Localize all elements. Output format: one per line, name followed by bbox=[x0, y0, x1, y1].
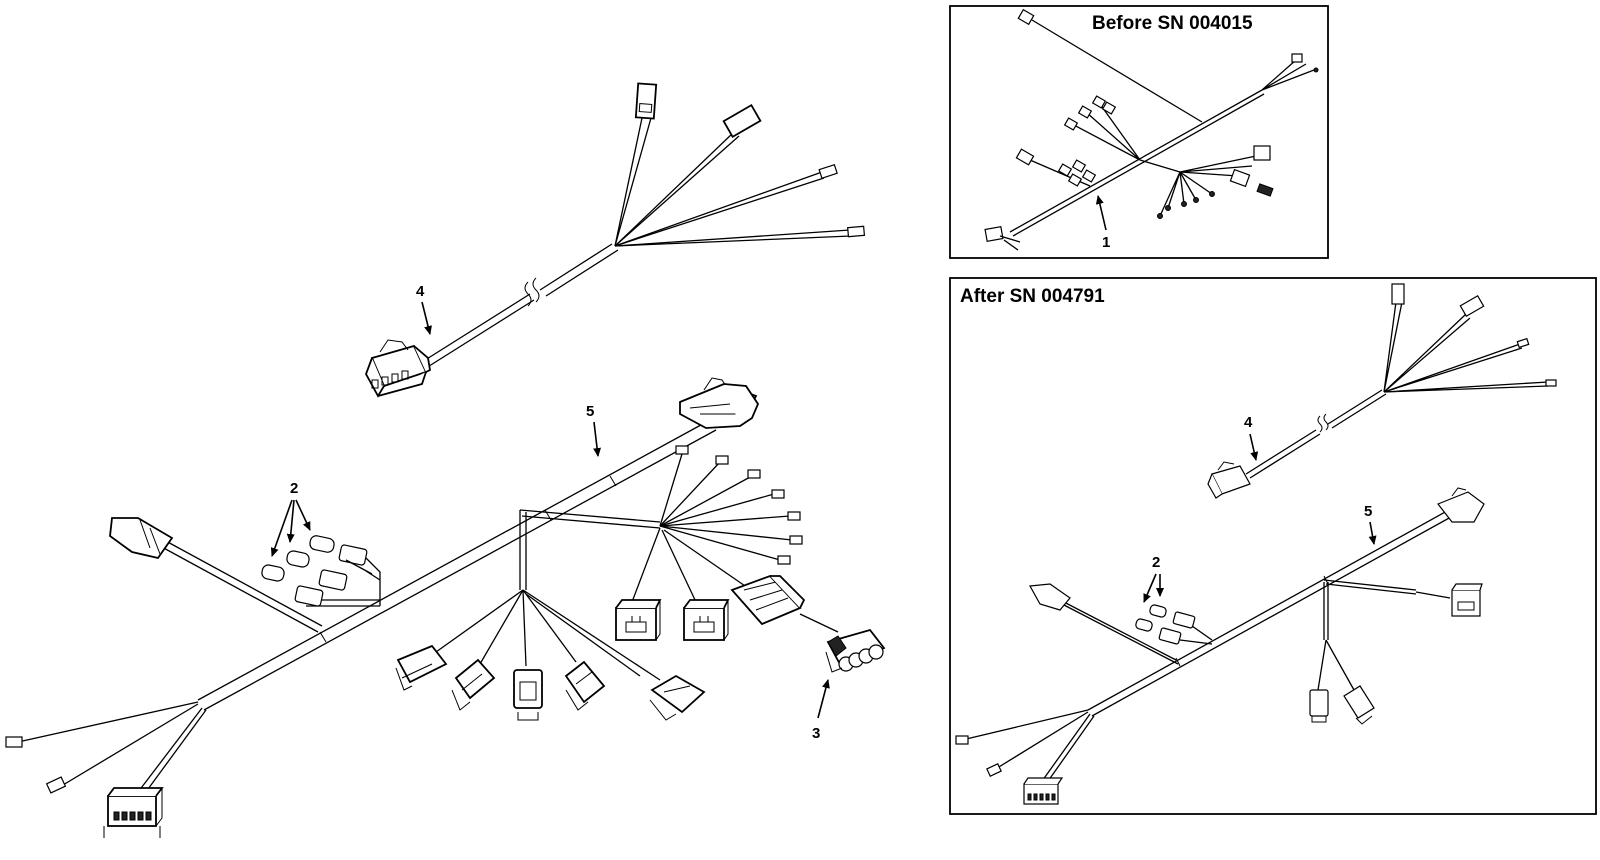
lower-harness-terminal-fan-3 bbox=[747, 469, 761, 479]
inset-before-frame bbox=[949, 5, 1329, 259]
lower-harness-left-connector bbox=[109, 517, 174, 560]
callout-5: 5 bbox=[586, 403, 602, 457]
lower-harness-connector-fan-4 bbox=[564, 660, 606, 711]
lower-harness-terminal-fan-2 bbox=[715, 455, 729, 465]
callout-5-arrow bbox=[593, 421, 602, 457]
inset-before-callout-1-arrow bbox=[1095, 195, 1107, 231]
inset-before-title: Before SN 004015 bbox=[1092, 13, 1253, 34]
lower-harness-terminal-left-a bbox=[5, 736, 23, 748]
inset-before-terminal-top bbox=[1017, 8, 1035, 26]
inset-before-callout-1-label: 1 bbox=[1102, 234, 1110, 251]
inset-after-lower-top-connector bbox=[1437, 487, 1485, 523]
callout-2-arrow-b bbox=[286, 499, 295, 543]
lower-harness-terminal-fan-5 bbox=[787, 511, 801, 521]
lower-harness-terminal-fan-6 bbox=[789, 535, 803, 545]
inset-before-terminal-right bbox=[1291, 53, 1303, 63]
upper-harness-terminal-c bbox=[818, 163, 838, 179]
lower-harness-relay-socket-2 bbox=[683, 599, 730, 641]
inset-after-terminal-left-b bbox=[986, 763, 1002, 777]
upper-harness-main-connector bbox=[365, 339, 431, 398]
inset-after-upper-connector-a bbox=[1391, 283, 1405, 305]
inset-before-relay bbox=[1253, 145, 1271, 161]
lower-harness-connector-fan-2 bbox=[451, 658, 496, 711]
lower-harness-bottom-connector bbox=[103, 787, 164, 838]
callout-2-arrow-a bbox=[270, 499, 293, 557]
inset-after-relay-socket bbox=[1451, 583, 1483, 617]
inset-after-upper-main-connector bbox=[1207, 461, 1251, 499]
callout-2-label: 2 bbox=[290, 480, 298, 497]
inset-after: After SN 004791 4 5 bbox=[949, 277, 1597, 815]
lower-harness-sealed-connector bbox=[825, 628, 886, 673]
inset-before: Before SN 004015 bbox=[949, 5, 1329, 259]
callout-5-label: 5 bbox=[586, 403, 594, 420]
lower-harness-large-connector bbox=[730, 574, 806, 626]
inset-after-callout-5-arrow bbox=[1368, 521, 1377, 545]
upper-harness-connector-a bbox=[634, 82, 658, 120]
inset-after-upper-connector-b bbox=[1459, 294, 1485, 318]
lower-harness-relay-socket-1 bbox=[615, 599, 662, 641]
lower-harness-terminal-cluster bbox=[261, 535, 381, 607]
callout-3: 3 bbox=[812, 679, 830, 742]
inset-after-lower-left-connector bbox=[1029, 583, 1071, 611]
inset-after-callout-4-label: 4 bbox=[1244, 414, 1253, 431]
wire-break-mark bbox=[524, 281, 532, 307]
inset-after-callout-2-label: 2 bbox=[1152, 554, 1160, 571]
inset-after-lower-connector-b bbox=[1343, 685, 1375, 725]
inset-after-callout-5-label: 5 bbox=[1364, 503, 1372, 520]
lower-harness-connector-fan-3 bbox=[513, 669, 543, 721]
inset-after-callout-4-arrow bbox=[1249, 433, 1259, 461]
callout-3-arrow bbox=[817, 679, 830, 719]
lower-harness-connector-fan-1 bbox=[395, 644, 448, 691]
inset-after-frame bbox=[949, 277, 1597, 815]
callout-4-label: 4 bbox=[416, 283, 425, 300]
callout-4-arrow bbox=[421, 301, 432, 335]
lower-harness-terminal-fan-7 bbox=[777, 555, 791, 565]
inset-after-terminal-left-a bbox=[955, 735, 969, 745]
lower-harness-terminal-left-b bbox=[45, 776, 67, 794]
inset-after-bottom-connector bbox=[1023, 777, 1064, 805]
upper-harness-connector-b bbox=[722, 103, 762, 139]
lower-harness-terminal-fan-1 bbox=[675, 445, 689, 455]
callout-3-label: 3 bbox=[812, 725, 820, 742]
callout-4: 4 bbox=[416, 283, 432, 335]
inset-before-bottom-connector bbox=[984, 226, 1004, 242]
callout-2-arrow-c bbox=[295, 499, 311, 531]
inset-after-title: After SN 004791 bbox=[960, 286, 1105, 307]
lower-harness-top-connector bbox=[679, 377, 760, 429]
inset-after-lower-connector-a bbox=[1309, 689, 1329, 723]
callout-2: 2 bbox=[270, 480, 311, 557]
lower-harness-connector-fan-5 bbox=[649, 674, 706, 721]
upper-harness-terminal-d bbox=[847, 225, 866, 238]
lower-harness-terminal-fan-4 bbox=[771, 489, 785, 499]
lower-harness bbox=[5, 377, 886, 838]
upper-harness bbox=[365, 82, 866, 398]
inset-after-callout-2-arrow-a bbox=[1143, 573, 1157, 603]
